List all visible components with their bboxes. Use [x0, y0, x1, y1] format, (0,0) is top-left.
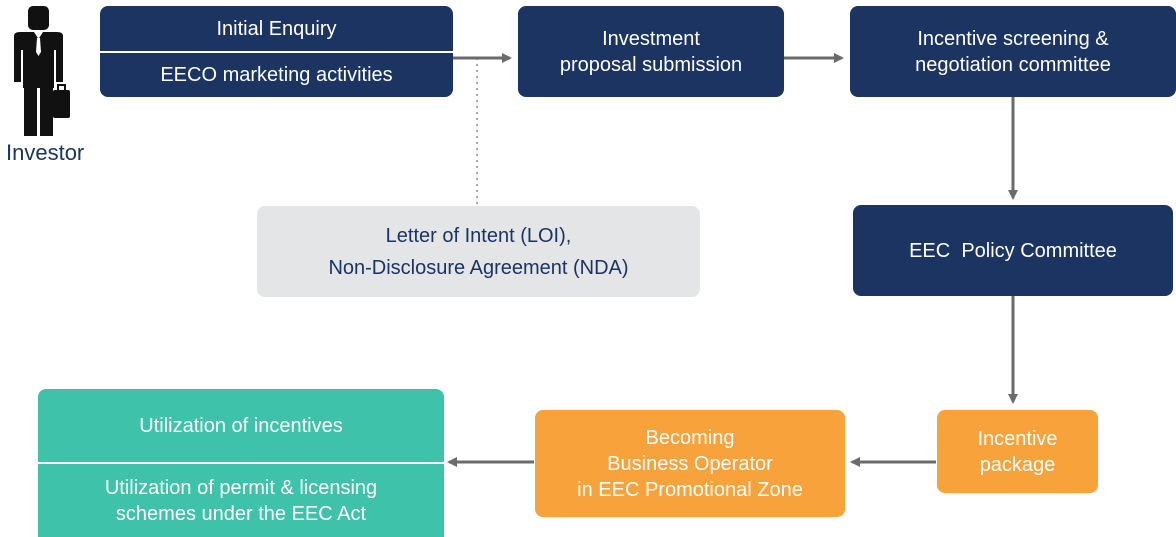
- box-text-line: Utilization of permit & licensing: [104, 476, 378, 499]
- box-text-line: Business Operator: [607, 452, 773, 475]
- box-text-line: Becoming: [645, 426, 735, 449]
- box-text-line: Non-Disclosure Agreement (NDA): [328, 256, 629, 279]
- box-text-line: schemes under the EEC Act: [115, 502, 367, 525]
- box-text-line: Incentive: [977, 427, 1058, 450]
- box-text-line: Investment: [602, 27, 700, 50]
- eec-policy-committee-box: EEC Policy Committee: [853, 205, 1173, 296]
- box-divider: [38, 462, 444, 464]
- incentive-screening-box: Incentive screening & negotiation commit…: [850, 6, 1176, 97]
- businessman-icon: [14, 6, 70, 136]
- eeco-marketing-label: EECO marketing activities: [160, 64, 393, 86]
- utilization-permit-label: Utilization of permit & licensing scheme…: [38, 464, 444, 537]
- box-text-line: Letter of Intent (LOI),: [385, 224, 572, 247]
- loi-nda-box: Letter of Intent (LOI), Non-Disclosure A…: [257, 206, 700, 297]
- utilization-incentives-label: Utilization of incentives: [139, 414, 343, 437]
- business-operator-box: Becoming Business Operator in EEC Promot…: [535, 410, 845, 517]
- box-text-line: negotiation committee: [915, 53, 1111, 76]
- incentive-package-box: Incentive package: [937, 410, 1098, 493]
- box-divider: [100, 51, 453, 53]
- utilization-box: Utilization of incentives Utilization of…: [38, 389, 444, 537]
- box-text-line: package: [979, 453, 1056, 476]
- box-text-line: in EEC Promotional Zone: [577, 478, 803, 501]
- initial-enquiry-box: Initial Enquiry EECO marketing activitie…: [100, 6, 453, 97]
- box-text-line: EEC Policy Committee: [909, 239, 1117, 262]
- initial-enquiry-title: Initial Enquiry: [216, 17, 337, 40]
- investment-proposal-box: Investment proposal submission: [518, 6, 784, 97]
- investor-label: Investor: [6, 140, 85, 165]
- investor-figure: [8, 6, 72, 138]
- box-text-line: Incentive screening &: [917, 27, 1109, 50]
- box-text-line: proposal submission: [559, 53, 743, 76]
